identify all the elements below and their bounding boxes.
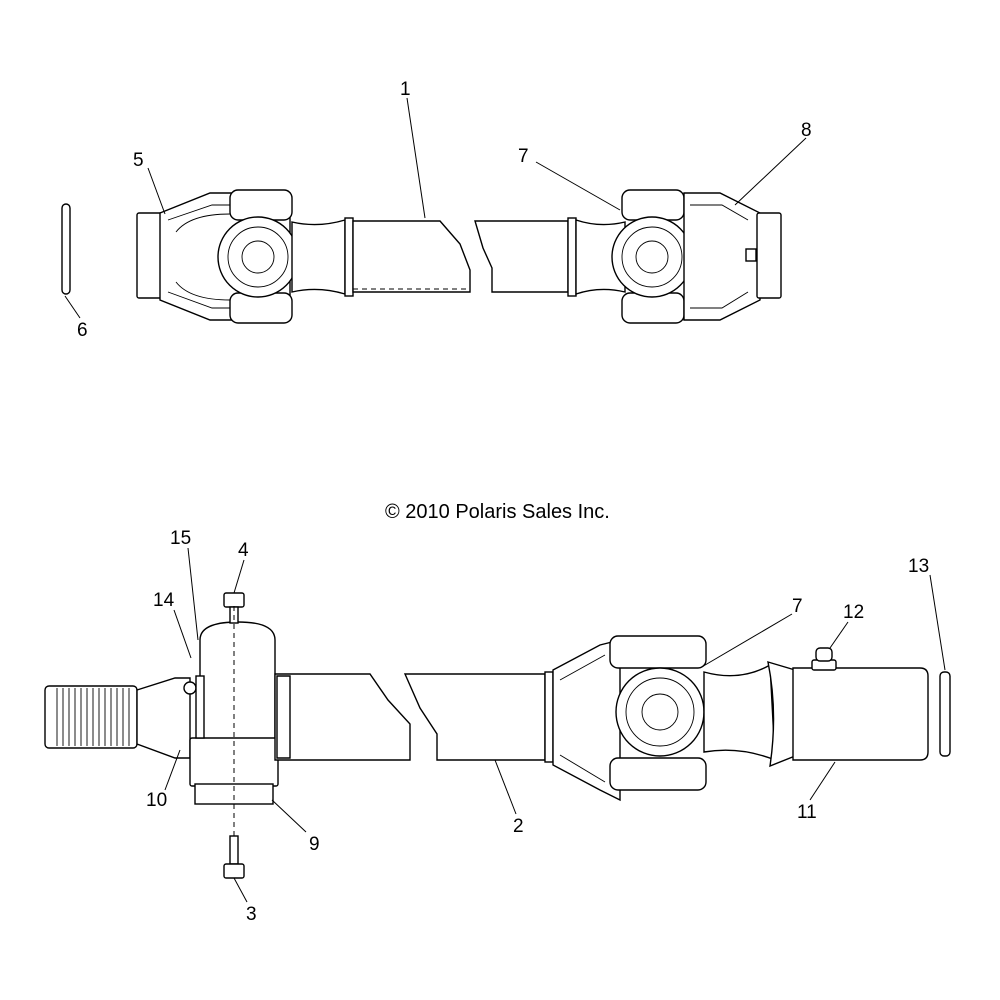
shaft-tube-2-right <box>403 673 546 761</box>
copyright-notice: © 2010 Polaris Sales Inc. <box>385 501 610 523</box>
callout-4: 4 <box>238 540 249 561</box>
outer-tube-11 <box>792 667 929 761</box>
callout-labels: 1 5 6 7 8 15 4 14 10 9 3 2 7 12 11 13 <box>77 79 929 925</box>
callout-9: 9 <box>309 834 320 855</box>
grease-fitting-12 <box>811 647 837 671</box>
bearing-housing-9 <box>189 621 279 805</box>
splined-shaft-end <box>44 677 197 759</box>
callout-7a: 7 <box>518 146 529 167</box>
shaft-tube-1-right <box>474 220 569 293</box>
callout-14: 14 <box>153 590 175 611</box>
callout-6: 6 <box>77 320 88 341</box>
callout-8: 8 <box>801 120 812 141</box>
bolt-3 <box>223 835 245 879</box>
pin-6 <box>61 203 71 295</box>
callout-10: 10 <box>146 790 167 811</box>
callout-15: 15 <box>170 528 191 549</box>
bottom-ujoint <box>544 635 796 802</box>
callout-7b: 7 <box>792 596 803 617</box>
callout-11: 11 <box>797 802 817 823</box>
bottom-shaft-assembly <box>44 592 951 879</box>
callout-2: 2 <box>513 816 524 837</box>
snap-ring-13 <box>939 671 951 757</box>
top-right-yoke <box>567 189 782 324</box>
shaft-tube-1-left <box>352 220 471 293</box>
callout-12: 12 <box>843 602 864 623</box>
callout-3: 3 <box>246 904 257 925</box>
top-shaft-assembly <box>61 189 782 324</box>
shaft-tube-2-left <box>274 673 411 761</box>
leader-lines <box>64 97 946 903</box>
top-left-yoke <box>136 189 354 324</box>
callout-13: 13 <box>908 556 929 577</box>
callout-1: 1 <box>400 79 411 100</box>
callout-5: 5 <box>133 150 144 171</box>
